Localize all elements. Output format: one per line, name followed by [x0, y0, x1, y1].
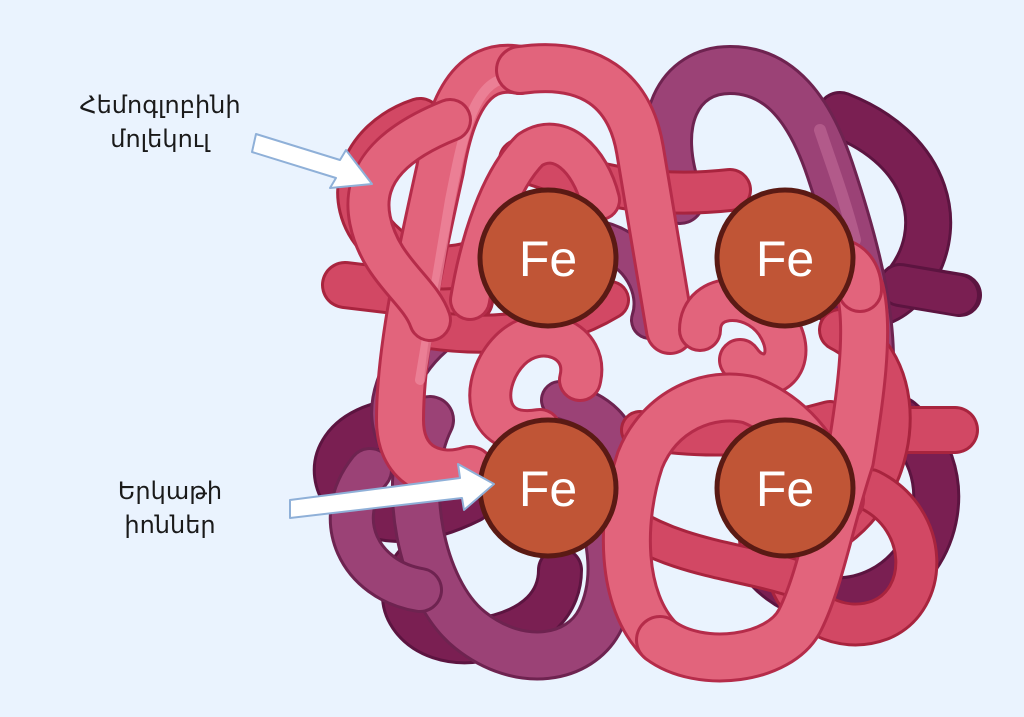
front-chains — [346, 43, 890, 683]
iron-symbol: Fe — [519, 231, 577, 287]
iron-ion-bottom-right: Fe — [714, 417, 856, 559]
hemoglobin-molecule-label: Հեմոգլոբինի մոլեկուլ — [40, 88, 280, 156]
iron-label-line2: իոններ — [124, 511, 216, 539]
iron-symbol: Fe — [519, 461, 577, 517]
iron-ions: Fe Fe Fe Fe — [477, 187, 856, 559]
hemoglobin-label-line2: մոլեկուլ — [110, 125, 210, 153]
iron-ion-bottom-left: Fe — [477, 417, 619, 559]
iron-label-line1: Երկաթի — [117, 477, 223, 505]
iron-ions-label: Երկաթի իոններ — [60, 474, 280, 542]
arrow-to-molecule — [251, 133, 373, 189]
pointer-arrows — [251, 133, 495, 519]
iron-symbol: Fe — [756, 461, 814, 517]
iron-symbol: Fe — [756, 231, 814, 287]
iron-ion-top-right: Fe — [714, 187, 856, 329]
hemoglobin-label-line1: Հեմոգլոբինի — [79, 91, 241, 119]
iron-ion-top-left: Fe — [477, 187, 619, 329]
arrow-to-iron-ion — [289, 463, 495, 519]
